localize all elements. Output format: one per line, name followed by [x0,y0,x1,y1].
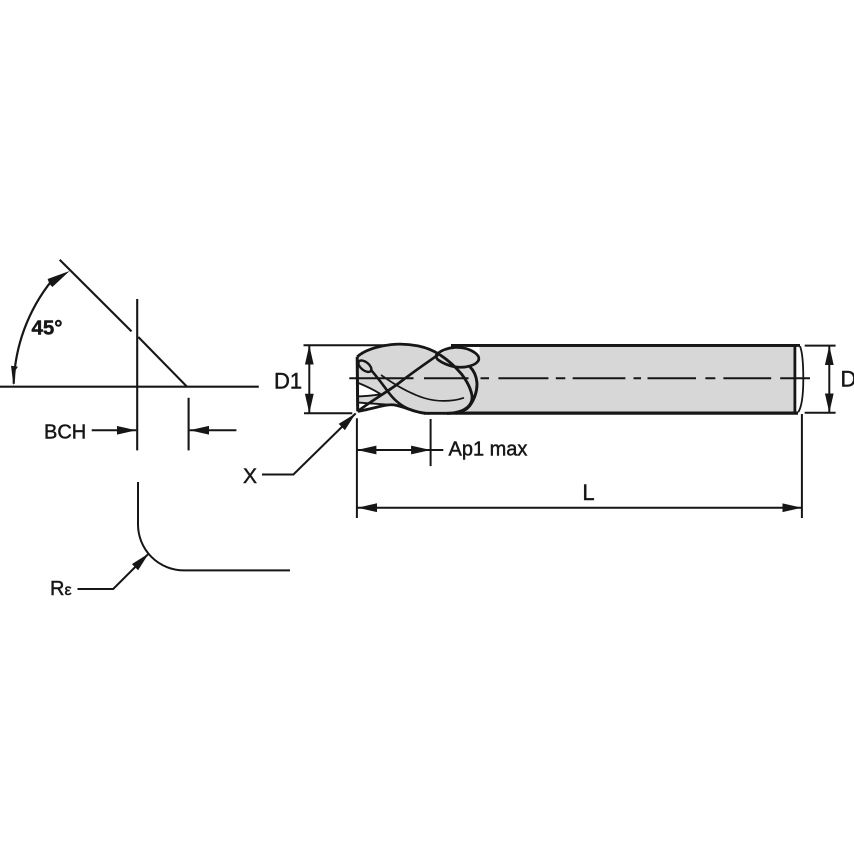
svg-text:D: D [841,367,854,392]
svg-text:BCH: BCH [44,421,86,443]
svg-text:X: X [243,465,257,488]
svg-text:L: L [582,480,594,505]
svg-text:Rε: Rε [50,578,72,600]
svg-text:45°: 45° [32,317,63,340]
svg-text:Ap1 max: Ap1 max [449,438,528,460]
svg-text:D1: D1 [274,368,302,393]
